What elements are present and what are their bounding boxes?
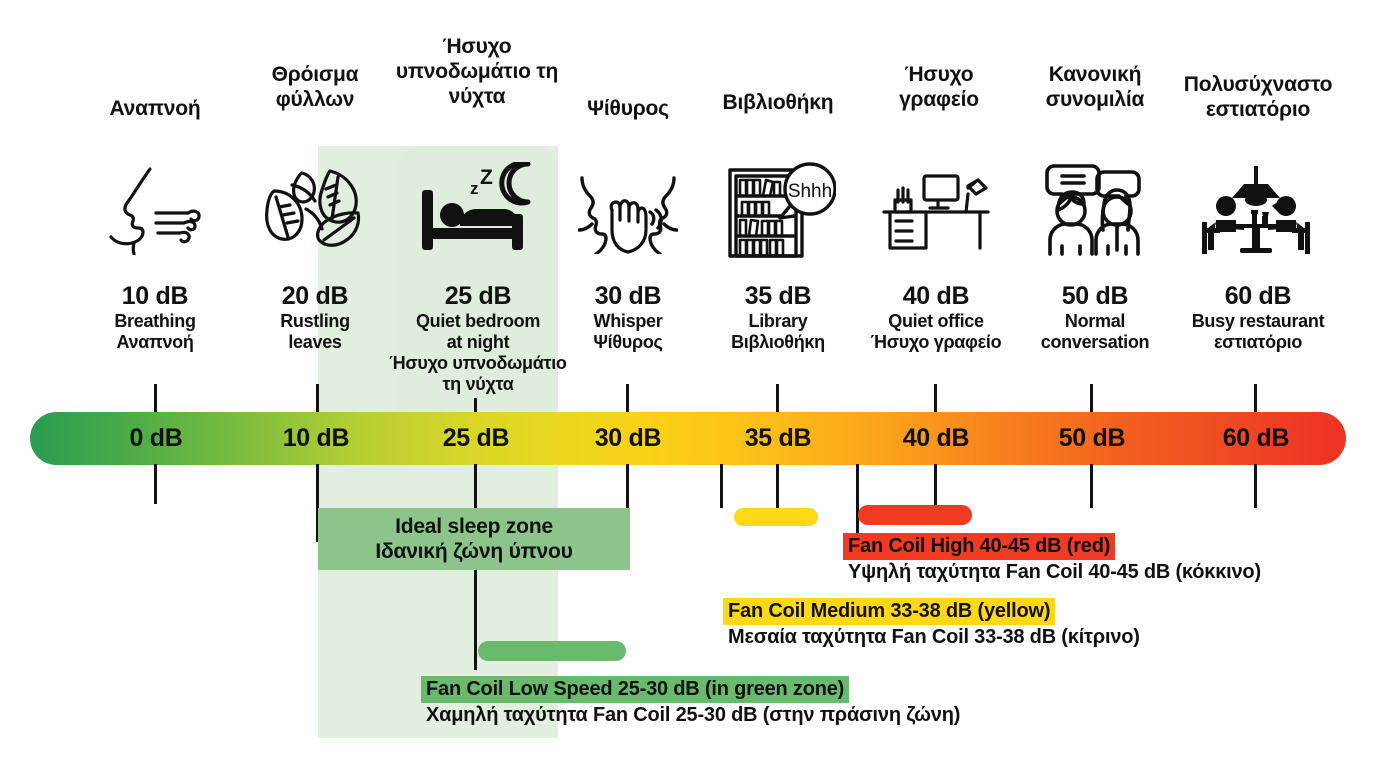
tick-below-60db bbox=[1254, 464, 1257, 508]
desc-en2-bedroom: at night bbox=[446, 332, 510, 352]
top-label-breathing: Αναπνοή bbox=[109, 97, 201, 120]
db-value-library: 35 dB bbox=[744, 282, 812, 310]
ideal-sleep-zone-en: Ideal sleep zone bbox=[395, 514, 553, 538]
svg-text:Z: Z bbox=[480, 166, 493, 189]
fan-coil-low-pill bbox=[478, 641, 626, 661]
desc-el2-bedroom: τη νύχτα bbox=[442, 374, 514, 394]
tick-below-30db bbox=[626, 464, 629, 542]
fan-coil-high-label-en: Fan Coil High 40-45 dB (red) bbox=[843, 533, 1116, 560]
svg-text:Shhh: Shhh bbox=[788, 181, 832, 202]
desc-en2-conversation: conversation bbox=[1040, 332, 1150, 352]
tick-below-40db bbox=[934, 464, 937, 508]
scale-label-60db: 60 dB bbox=[1222, 424, 1290, 452]
db-value-bedroom: 25 dB bbox=[444, 282, 512, 310]
two-people-speech-bubbles-icon bbox=[1038, 162, 1150, 256]
fan-coil-high-pill bbox=[858, 505, 972, 525]
desc-el-restaurant: εστιατόριο bbox=[1213, 332, 1303, 352]
db-value-office: 40 dB bbox=[902, 282, 970, 310]
fan-coil-medium-pill bbox=[734, 508, 818, 526]
desc-el-bedroom: Ήσυχο υπνοδωμάτιο bbox=[389, 353, 567, 373]
db-value-breathing: 10 dB bbox=[121, 282, 189, 310]
tick-above-10db bbox=[154, 384, 157, 414]
mid-label-breathing: 10 dB Breathing Αναπνοή bbox=[72, 282, 238, 353]
db-gradient-scale-bar bbox=[30, 412, 1346, 465]
scale-label-40db: 40 dB bbox=[902, 424, 970, 452]
fan-coil-medium-label-el: Μεσαία ταχύτητα Fan Coil 33-38 dB (κίτρι… bbox=[728, 626, 1140, 648]
restaurant-table-diners-icon bbox=[1196, 162, 1316, 256]
fan-coil-low-caption: Fan Coil Low Speed 25-30 dB (in green zo… bbox=[421, 676, 965, 728]
mid-label-library: 35 dB Library Βιβλιοθήκη bbox=[696, 282, 860, 353]
fan-coil-low-label-el: Χαμηλή ταχύτητα Fan Coil 25-30 dB (στην … bbox=[426, 704, 961, 726]
desc-el-whisper: Ψίθυρος bbox=[593, 332, 663, 352]
top-label-library: Βιβλιοθήκη bbox=[722, 91, 834, 114]
fan-coil-high-label-el: Υψηλή ταχύτητα Fan Coil 40-45 dB (κόκκιν… bbox=[848, 561, 1261, 583]
desc-el-office: Ήσυχο γραφείο bbox=[870, 332, 1002, 352]
mid-label-bedroom: 25 dB Quiet bedroom at night Ήσυχο υπνοδ… bbox=[388, 282, 568, 395]
sleeping-bed-moon-icon: z Z bbox=[416, 162, 540, 256]
desc-en-restaurant: Busy restaurant bbox=[1191, 311, 1325, 331]
svg-text:z: z bbox=[470, 179, 479, 198]
mid-label-office: 40 dB Quiet office Ήσυχο γραφείο bbox=[848, 282, 1024, 353]
tick-below-35db bbox=[776, 464, 779, 508]
whispering-faces-icon bbox=[578, 168, 678, 254]
tick-above-60db bbox=[1254, 384, 1257, 414]
desc-en-conversation: Normal bbox=[1064, 311, 1126, 331]
rustling-leaves-icon bbox=[262, 165, 368, 255]
green-zone-column-top bbox=[397, 146, 558, 411]
tick-above-30db bbox=[626, 384, 629, 414]
scale-label-25db: 25 dB bbox=[442, 424, 510, 452]
tick-below-20db bbox=[316, 464, 319, 542]
db-value-conversation: 50 dB bbox=[1061, 282, 1129, 310]
fan-coil-medium-label-en: Fan Coil Medium 33-38 dB (yellow) bbox=[723, 598, 1056, 625]
ideal-sleep-zone-el: Ιδανική ζώνη ύπνου bbox=[375, 539, 573, 563]
desk-computer-lamp-icon bbox=[880, 168, 996, 254]
scale-label-0db: 0 dB bbox=[129, 424, 183, 452]
scale-label-30db: 30 dB bbox=[594, 424, 662, 452]
tick-below-50db bbox=[1090, 464, 1093, 508]
db-value-restaurant: 60 dB bbox=[1224, 282, 1292, 310]
scale-label-35db: 35 dB bbox=[744, 424, 812, 452]
desc-en-library: Library bbox=[748, 311, 808, 331]
tick-above-20db bbox=[316, 384, 319, 414]
tick-below-33db bbox=[720, 464, 723, 508]
tick-above-40db bbox=[934, 384, 937, 414]
fan-coil-low-label-en: Fan Coil Low Speed 25-30 dB (in green zo… bbox=[421, 676, 850, 703]
fan-coil-high-caption: Fan Coil High 40-45 dB (red) Υψηλή ταχύτ… bbox=[843, 533, 1266, 585]
mid-label-conversation: 50 dB Normal conversation bbox=[1006, 282, 1184, 353]
desc-en-office: Quiet office bbox=[888, 311, 984, 331]
tick-below-10db bbox=[154, 464, 157, 504]
desc-el-library: Βιβλιοθήκη bbox=[731, 332, 825, 352]
desc-en-whisper: Whisper bbox=[593, 311, 663, 331]
bookshelf-shhh-icon: Shhh bbox=[722, 158, 836, 258]
ideal-sleep-zone-block: Ideal sleep zone Ιδανική ζώνη ύπνου bbox=[318, 508, 630, 570]
desc-en-bedroom: Quiet bedroom bbox=[415, 311, 541, 331]
desc-en2-leaves: leaves bbox=[288, 332, 342, 352]
mid-label-whisper: 30 dB Whisper Ψίθυρος bbox=[552, 282, 704, 353]
tick-above-25db bbox=[474, 398, 477, 414]
breathing-face-icon bbox=[100, 165, 210, 255]
tick-above-50db bbox=[1090, 384, 1093, 414]
tick-above-35db bbox=[776, 384, 779, 414]
tick-below-40db-start bbox=[856, 464, 859, 542]
desc-en-breathing: Breathing bbox=[114, 311, 196, 331]
desc-el-breathing: Αναπνοή bbox=[116, 332, 194, 352]
fan-coil-medium-caption: Fan Coil Medium 33-38 dB (yellow) Μεσαία… bbox=[723, 598, 1145, 650]
mid-label-leaves: 20 dB Rustling leaves bbox=[232, 282, 398, 353]
scale-label-50db: 50 dB bbox=[1058, 424, 1126, 452]
scale-label-10db: 10 dB bbox=[282, 424, 350, 452]
mid-label-restaurant: 60 dB Busy restaurant εστιατόριο bbox=[1162, 282, 1354, 353]
db-value-whisper: 30 dB bbox=[594, 282, 662, 310]
top-label-whisper: Ψίθυρος bbox=[587, 97, 669, 120]
desc-en-leaves: Rustling bbox=[280, 311, 350, 331]
db-value-leaves: 20 dB bbox=[281, 282, 349, 310]
